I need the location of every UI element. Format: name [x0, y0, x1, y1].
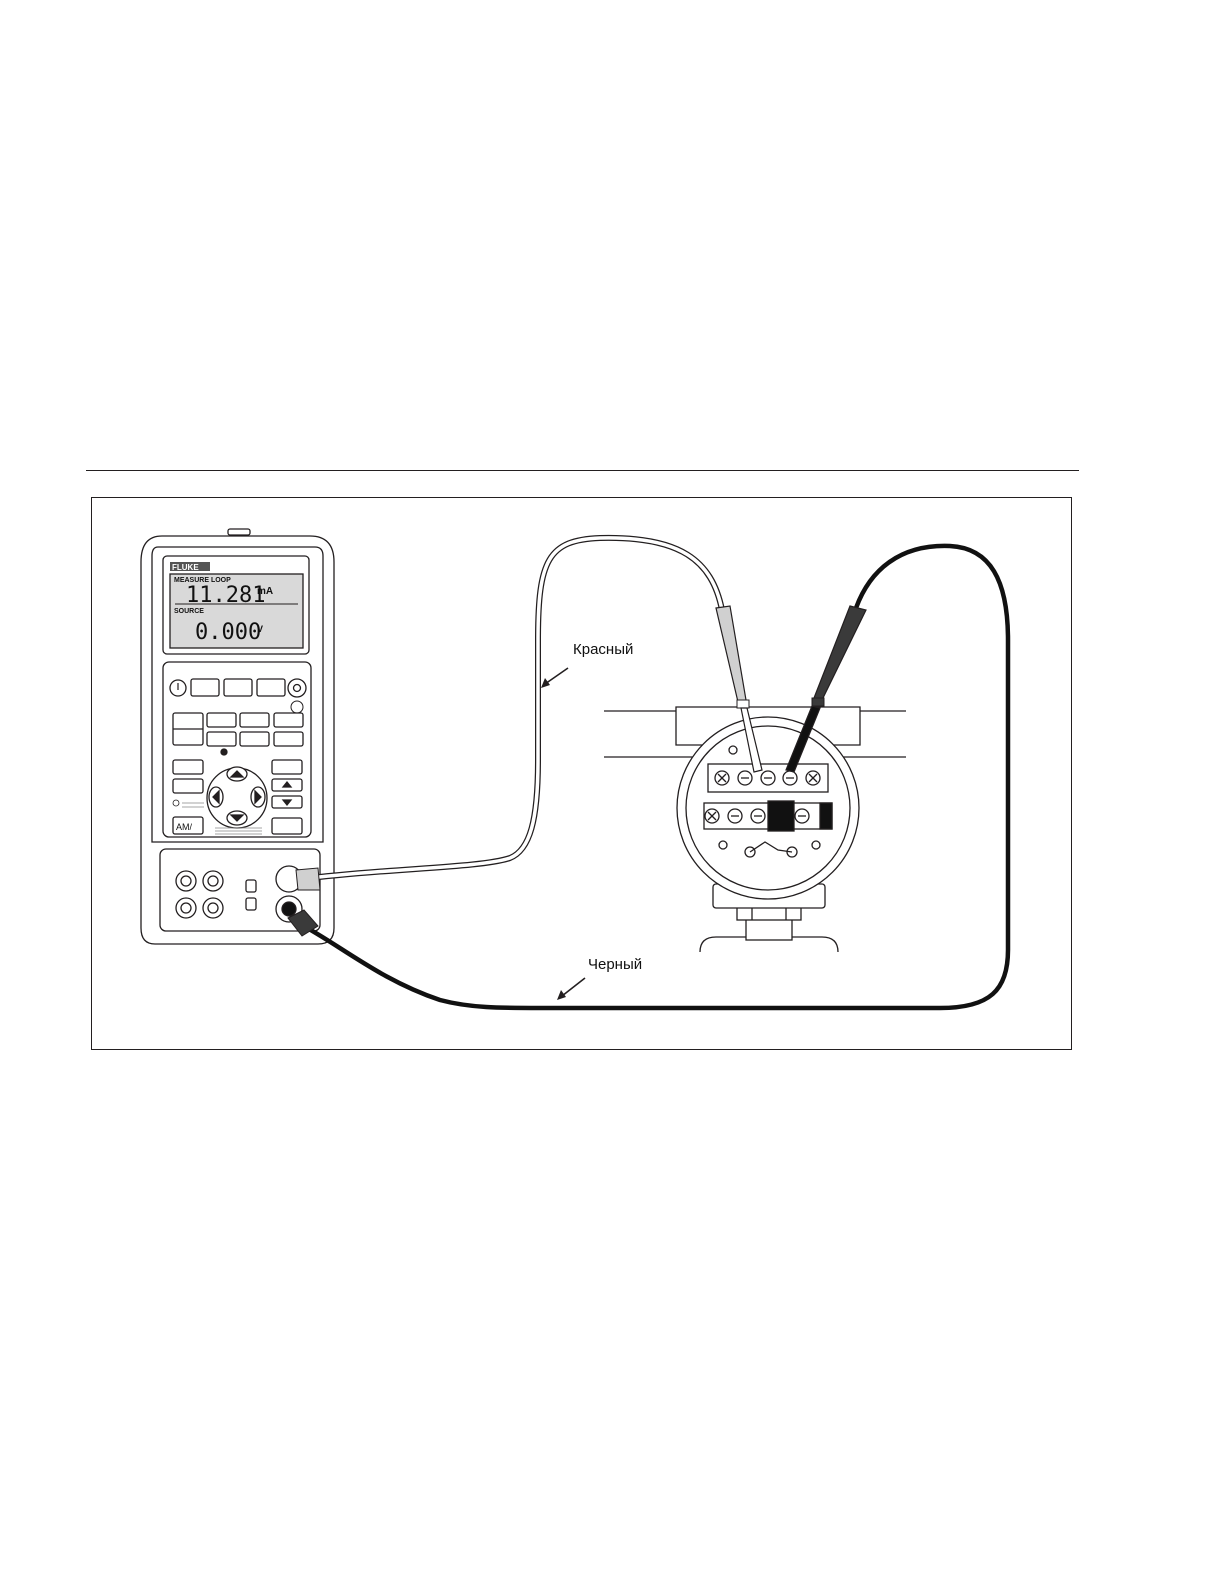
triangle-down-icon — [281, 799, 293, 807]
black-probe-tip — [785, 705, 821, 773]
brand-logo: FLUKE — [172, 563, 199, 572]
range-key-label: AM/ — [176, 822, 193, 832]
terminal-screws-top — [714, 770, 821, 786]
source-label: SOURCE — [174, 608, 204, 615]
key-5[interactable] — [239, 712, 270, 728]
terminal-block-black — [767, 800, 795, 832]
callout-black-label: Черный — [588, 956, 642, 973]
brand-strip — [170, 562, 210, 571]
transmitter — [604, 706, 906, 953]
housing-screw-2 — [811, 840, 821, 850]
info-icon — [172, 799, 180, 807]
header-rule — [86, 470, 1079, 471]
lcd-screen — [169, 573, 304, 649]
key-12[interactable] — [271, 759, 303, 775]
red-probe-tip — [740, 707, 763, 773]
key-10[interactable] — [172, 759, 204, 775]
internal-wire — [749, 841, 793, 853]
black-probe-guard — [811, 697, 825, 707]
arrow-left-icon — [212, 789, 220, 805]
callout-red-arrow — [541, 678, 550, 688]
callout-black-arrow — [557, 990, 566, 1000]
key-11[interactable] — [172, 778, 204, 794]
arrow-up-icon — [229, 770, 245, 778]
key-9[interactable] — [273, 731, 304, 747]
callout-red-label: Красный — [573, 641, 633, 658]
measure-label: MEASURE LOOP — [174, 577, 231, 584]
calibrator-top-nub — [227, 528, 251, 536]
red-lead — [295, 534, 763, 891]
black-plug — [287, 909, 319, 937]
process-connection — [745, 917, 793, 941]
red-probe-guard — [736, 699, 750, 709]
red-plug — [295, 867, 321, 891]
housing-screw-1 — [718, 840, 728, 850]
triangle-up-icon — [281, 780, 293, 788]
black-lead — [287, 543, 1011, 1011]
arrow-right-icon — [254, 789, 262, 805]
warning-text-block — [182, 802, 262, 835]
terminal-block-black-right — [819, 802, 833, 830]
black-lead-cable — [298, 543, 1011, 1011]
fuse-2 — [245, 897, 257, 911]
key-3[interactable] — [256, 678, 286, 697]
thermo-icon — [220, 748, 228, 756]
red-lead-cable — [301, 536, 724, 881]
black-probe-handle — [813, 605, 867, 701]
measure-unit: mA — [257, 586, 273, 597]
figure-frame — [91, 497, 1072, 1050]
key-13[interactable] — [271, 817, 303, 835]
ex-mark-icon — [290, 700, 304, 714]
key-1[interactable] — [190, 678, 220, 697]
fuse-1 — [245, 879, 257, 893]
source-unit: V — [257, 624, 263, 634]
red-lead-cable-outline — [301, 534, 725, 882]
terminal-screws-bottom — [704, 808, 810, 824]
key-6[interactable] — [273, 712, 304, 728]
red-probe-handle — [715, 605, 747, 703]
measure-value: 11.281 — [186, 583, 265, 608]
key-7[interactable] — [206, 731, 237, 747]
key-8[interactable] — [239, 731, 270, 747]
callout-red: Красный — [541, 641, 633, 688]
source-value: 0.000 — [195, 620, 261, 645]
callout-black: Черный — [557, 956, 642, 1000]
key-4[interactable] — [206, 712, 237, 728]
key-range[interactable] — [172, 816, 204, 835]
arrow-down-icon — [229, 814, 245, 822]
calibrator — [140, 528, 335, 945]
key-2[interactable] — [223, 678, 253, 697]
housing-screw-3 — [728, 745, 738, 755]
sun-icon — [292, 683, 302, 693]
